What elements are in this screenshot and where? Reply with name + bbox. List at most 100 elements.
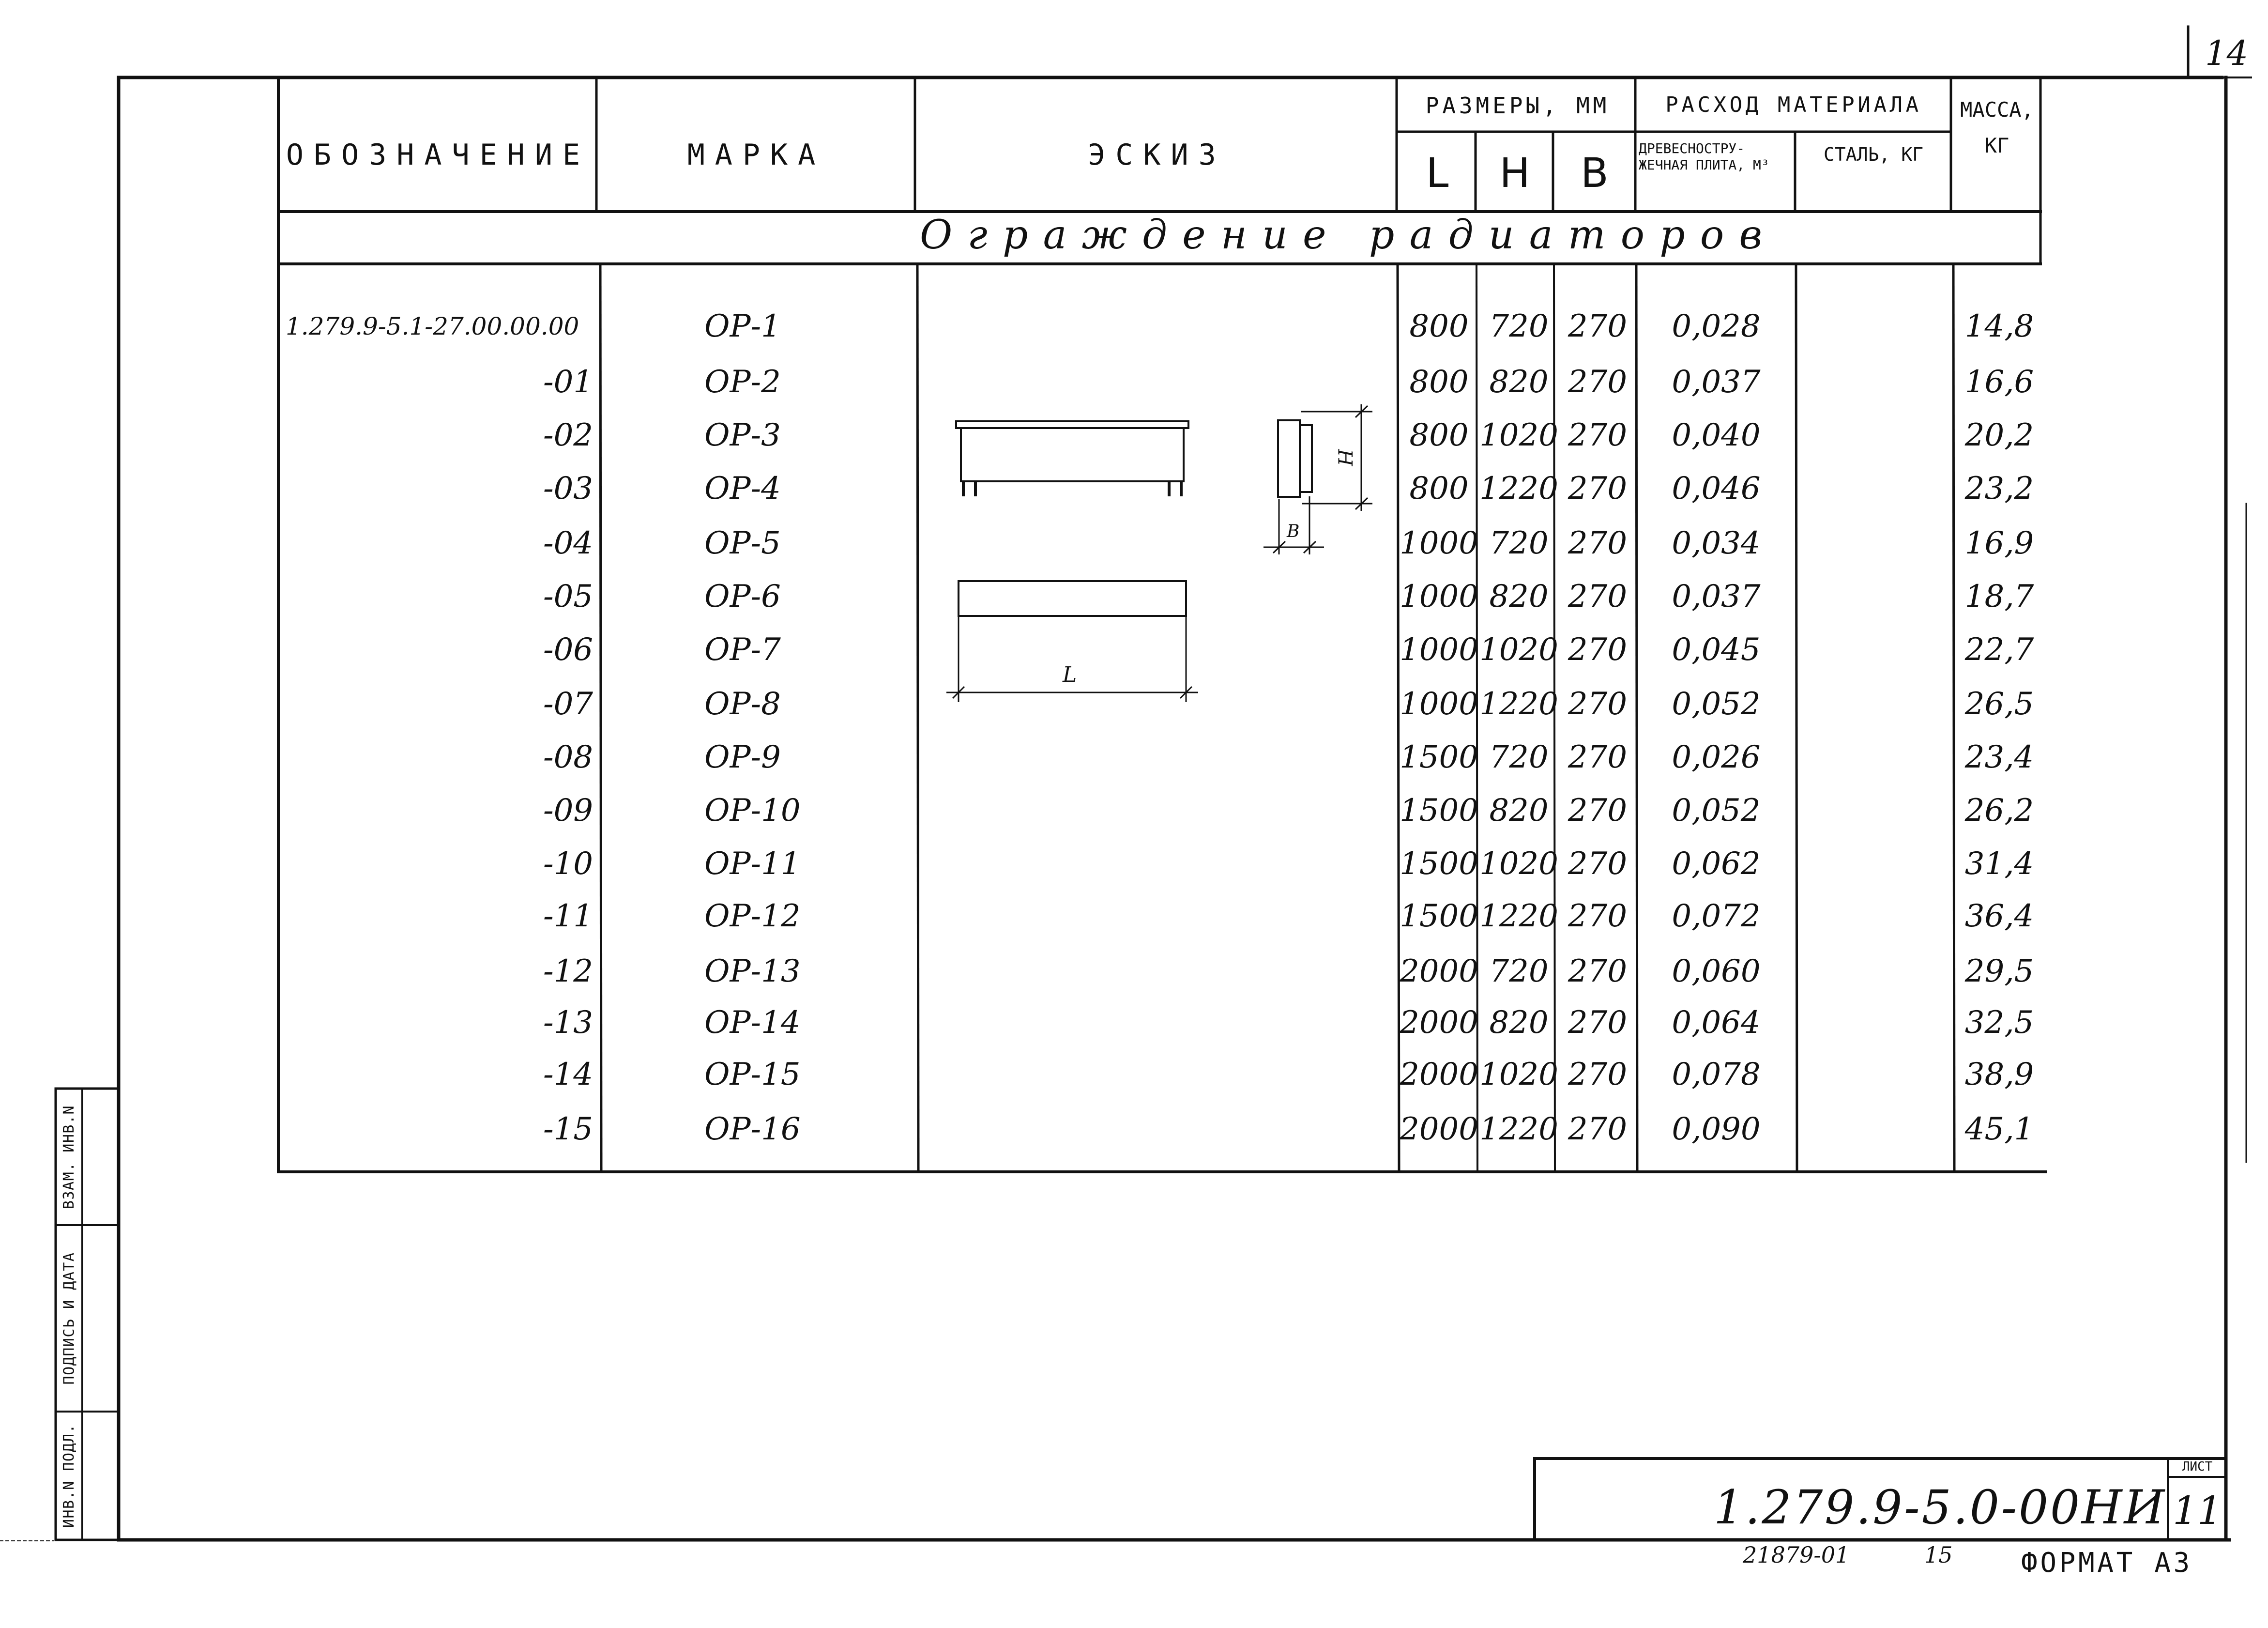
cell-steel: [1796, 997, 1956, 1049]
cell-h: 1220: [1479, 898, 1558, 934]
cell-h: 1020: [1479, 846, 1558, 882]
cell-mark: ОР-8: [704, 686, 781, 722]
cell-designation: -12: [543, 953, 593, 989]
cell-b: 270: [1568, 471, 1628, 507]
header-material: РАСХОД МАТЕРИАЛА: [1665, 92, 1922, 117]
cell-l: 2000: [1400, 1057, 1478, 1092]
table-row: -07 ОР-8 1000 1220 270 0,052 26,5: [0, 678, 2268, 730]
cell-h: 1020: [1479, 417, 1558, 453]
cell-steel: [1796, 462, 1956, 515]
header-dim-b: B: [1581, 149, 1609, 197]
archive-number: 21879-01: [1743, 1542, 1850, 1568]
cell-wood: 0,037: [1672, 364, 1761, 400]
cell-h: 820: [1489, 793, 1549, 829]
cell-l: 1500: [1400, 846, 1478, 882]
cell-mark: ОР-4: [704, 471, 781, 507]
cell-mark: ОР-9: [704, 739, 781, 775]
header-steel: СТАЛЬ, КГ: [1824, 144, 1923, 165]
cell-wood: 0,026: [1672, 739, 1761, 775]
cell-wood: 0,052: [1672, 793, 1761, 829]
cell-h: 720: [1489, 308, 1549, 344]
cell-mass: 29,5: [1964, 953, 2034, 989]
document-code: 1.279.9-5.0-00НИ: [1714, 1480, 2167, 1535]
stamp-inv-orig: ИНВ.N ПОДЛ.: [56, 1412, 83, 1540]
cell-mass: 16,6: [1964, 364, 2034, 400]
stamp-inv-orig-text: ИНВ.N ПОДЛ.: [61, 1423, 78, 1528]
table-row: -08 ОР-9 1500 720 270 0,026 23,4: [0, 731, 2268, 783]
cell-h: 1220: [1479, 471, 1558, 507]
cell-l: 800: [1409, 308, 1469, 344]
cell-b: 270: [1568, 739, 1628, 775]
header-designation: ОБОЗНАЧЕНИЕ: [286, 138, 591, 172]
stamp-replaces-inv: ВЗАМ. ИНВ.N: [56, 1089, 83, 1225]
cell-l: 800: [1409, 364, 1469, 400]
cell-designation: -15: [543, 1111, 593, 1147]
cell-h: 1220: [1479, 1111, 1558, 1147]
cell-mass: 23,2: [1964, 471, 2034, 507]
cell-mark: ОР-12: [704, 898, 801, 934]
cell-h: 720: [1489, 525, 1549, 561]
cell-mass: 20,2: [1964, 417, 2034, 453]
cell-h: 1220: [1479, 686, 1558, 722]
cell-steel: [1796, 784, 1956, 837]
cell-b: 270: [1568, 898, 1628, 934]
table-row: -05 ОР-6 1000 820 270 0,037 18,7: [0, 570, 2268, 623]
cell-steel: [1796, 731, 1956, 783]
cell-wood: 0,046: [1672, 471, 1761, 507]
cell-designation: -06: [543, 632, 593, 668]
cell-mark: ОР-14: [704, 1005, 801, 1041]
cell-wood: 0,090: [1672, 1111, 1761, 1147]
cell-l: 2000: [1400, 953, 1478, 989]
table-row: 1.279.9-5.1-27.00.00.00 ОР-1 800 720 270…: [0, 300, 2268, 353]
sketch-label-length: L: [1063, 662, 1077, 687]
cell-b: 270: [1568, 579, 1628, 614]
cell-steel: [1796, 1048, 1956, 1101]
cell-b: 270: [1568, 1005, 1628, 1041]
cell-designation: -07: [543, 686, 593, 722]
cell-l: 1500: [1400, 793, 1478, 829]
cell-l: 1000: [1400, 525, 1478, 561]
cell-l: 800: [1409, 471, 1469, 507]
cell-wood: 0,028: [1672, 308, 1761, 344]
cell-l: 2000: [1400, 1111, 1478, 1147]
cell-steel: [1796, 624, 1956, 676]
cell-steel: [1796, 570, 1956, 623]
cell-designation: -11: [543, 898, 593, 934]
table-row: -10 ОР-11 1500 1020 270 0,062 31,4: [0, 838, 2268, 890]
table-row: -13 ОР-14 2000 820 270 0,064 32,5: [0, 997, 2268, 1049]
cell-steel: [1796, 678, 1956, 730]
cell-wood: 0,072: [1672, 898, 1761, 934]
cell-l: 1000: [1400, 579, 1478, 614]
header-wood: ДРЕВЕСНОСТРУ- ЖЕЧНАЯ ПЛИТА, М³: [1639, 140, 1769, 173]
cell-wood: 0,037: [1672, 579, 1761, 614]
cell-steel: [1796, 356, 1956, 408]
table-row: -06 ОР-7 1000 1020 270 0,045 22,7: [0, 624, 2268, 676]
cell-h: 1020: [1479, 632, 1558, 668]
cell-b: 270: [1568, 364, 1628, 400]
cell-steel: [1796, 517, 1956, 569]
cell-h: 820: [1489, 1005, 1549, 1041]
cell-mark: ОР-3: [704, 417, 781, 453]
cell-designation: -05: [543, 579, 593, 614]
header-dim-h: H: [1499, 149, 1530, 197]
sheet-label: ЛИСТ: [2182, 1459, 2213, 1474]
table-row: -12 ОР-13 2000 720 270 0,060 29,5: [0, 945, 2268, 998]
cell-mark: ОР-16: [704, 1111, 801, 1147]
cell-designation: -03: [543, 471, 593, 507]
cell-mark: ОР-2: [704, 364, 781, 400]
cell-designation: -09: [543, 793, 593, 829]
table-row: -15 ОР-16 2000 1220 270 0,090 45,1: [0, 1103, 2268, 1155]
cell-mass: 23,4: [1964, 739, 2034, 775]
header-mark: МАРКА: [687, 138, 826, 172]
sketch-label-width: B: [1287, 522, 1300, 541]
cell-steel: [1796, 300, 1956, 353]
cell-l: 2000: [1400, 1005, 1478, 1041]
header-sketch: ЭСКИЗ: [1088, 138, 1226, 172]
cell-h: 720: [1489, 953, 1549, 989]
cell-l: 800: [1409, 417, 1469, 453]
table-row: -01 ОР-2 800 820 270 0,037 16,6: [0, 356, 2268, 408]
cell-h: 820: [1489, 579, 1549, 614]
cell-b: 270: [1568, 1111, 1628, 1147]
cell-designation: -01: [543, 364, 593, 400]
